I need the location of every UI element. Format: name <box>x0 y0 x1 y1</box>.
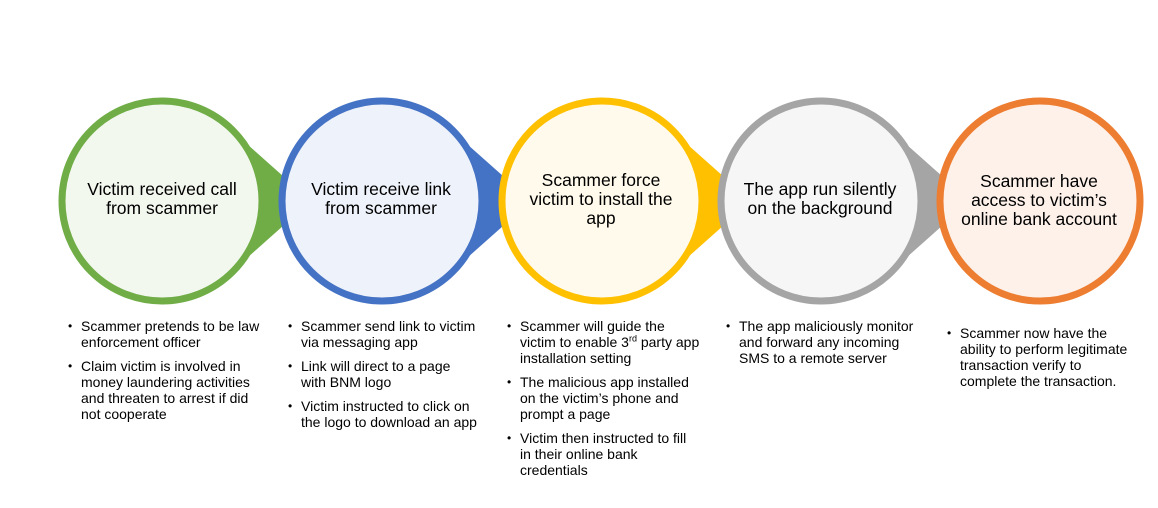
note-text: party app installation setting <box>520 334 700 366</box>
step-5-circle <box>936 97 1144 305</box>
step-5-notes: Scammer now have the ability to perform … <box>946 325 1138 397</box>
step-2-notes: Scammer send link to victim via messagin… <box>287 318 477 438</box>
step-4-circle <box>717 97 925 305</box>
step-4-title: The app run silently on the background <box>743 179 897 218</box>
note-item: Scammer send link to victim via messagin… <box>287 318 477 350</box>
step-circles <box>58 97 1144 305</box>
note-item: Scammer pretends to be law enforcement o… <box>67 318 261 350</box>
note-item: Victim instructed to click on the logo t… <box>287 398 477 430</box>
note-text: Scammer will guide the victim to enable … <box>520 318 665 350</box>
note-item: Scammer will guide the victim to enable … <box>506 318 700 366</box>
step-3-circle <box>498 97 706 305</box>
step-4-notes: The app maliciously monitor and forward … <box>725 318 921 374</box>
step-2-circle <box>278 97 486 305</box>
step-3-notes: Scammer will guide the victim to enable … <box>506 318 700 486</box>
step-2-title: Victim receive link from scammer <box>311 179 451 218</box>
note-item: The app maliciously monitor and forward … <box>725 318 921 366</box>
step-3-title: Scammer force victim to install the app <box>529 169 673 228</box>
note-superscript: rd <box>628 333 637 344</box>
step-1-notes: Scammer pretends to be law enforcement o… <box>67 318 261 430</box>
note-item: Victim then instructed to fill in their … <box>506 430 700 478</box>
note-item: Scammer now have the ability to perform … <box>946 325 1138 389</box>
step-1-circle <box>58 97 266 305</box>
step-5-title: Scammer have access to victim’s online b… <box>961 170 1117 229</box>
step-1-title: Victim received call from scammer <box>87 179 237 218</box>
note-item: The malicious app installed on the victi… <box>506 374 700 422</box>
note-item: Link will direct to a page with BNM logo <box>287 358 477 390</box>
note-item: Claim victim is involved in money launde… <box>67 358 261 422</box>
